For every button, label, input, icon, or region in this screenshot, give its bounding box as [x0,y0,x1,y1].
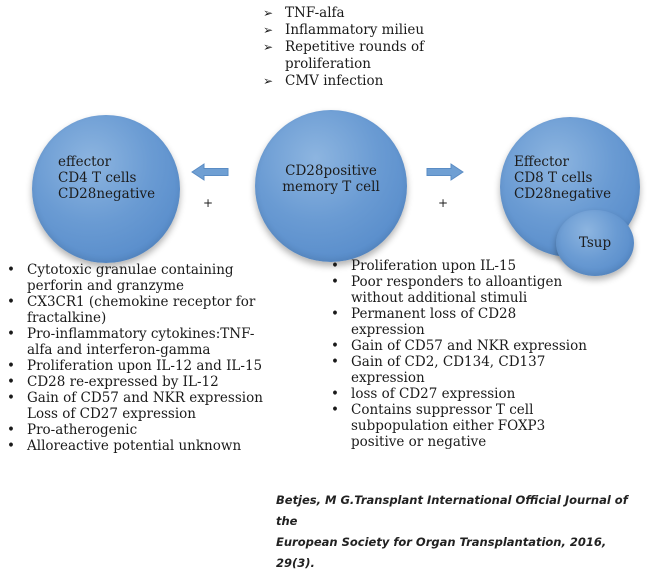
factor-item: ➢ CMV infection [263,73,463,90]
cd4-effector-circle: effector CD4 T cells CD28negative [32,115,180,263]
list-item: • Proliferation upon IL-12 and IL-15 [7,358,297,374]
list-item-text: Pro-atherogenic [27,422,138,438]
factors-list: ➢ TNF-alfa ➢ Inflammatory milieu ➢ Repetitive… [263,5,463,90]
list-item-text: CX3CR1 (chemokine receptor for fractalki… [27,294,256,326]
list-item: • Gain of CD2, CD134, CD137 expression [331,354,631,386]
bullet-icon: • [7,358,15,374]
cd28-memory-label: CD28positive memory T cell [282,163,380,195]
list-item-text: Proliferation upon IL-15 [351,258,517,274]
list-item-text: Pro-inflammatory cytokines:TNF- alfa and… [27,326,255,358]
bullet-icon: • [7,326,15,342]
factor-text: CMV infection [285,73,384,89]
right-arrow-icon [426,163,464,181]
list-item-text: Permanent loss of CD28 expression [351,306,517,338]
cd4-properties-list: • Cytotoxic granulae containing perforin … [7,262,297,454]
arrow-bullet-icon: ➢ [263,74,274,88]
factor-text: Repetitive rounds of proliferation [285,39,425,72]
bullet-icon: • [7,262,15,278]
bullet-icon: • [7,374,15,390]
cd8-properties-list: • Proliferation upon IL-15 • Poor responder… [331,258,631,450]
bullet-icon: • [331,274,339,290]
citation-text: Betjes, M G.Transplant International Off… [276,493,628,570]
factor-text: TNF-alfa [285,5,345,21]
list-item: • Gain of CD57 and NKR expression [331,338,631,354]
tsup-circle: Tsup [556,210,634,276]
bullet-icon: • [7,438,15,454]
bullet-icon: • [331,354,339,370]
list-item: • Permanent loss of CD28 expression [331,306,631,338]
bullet-icon: • [7,422,15,438]
list-item-text: Gain of CD57 and NKR expression Loss of … [27,390,263,422]
list-item-text: Gain of CD57 and NKR expression [351,338,587,354]
list-item-text: loss of CD27 expression [351,386,516,402]
right-plus-sign: + [438,196,449,210]
tsup-label: Tsup [578,235,612,251]
list-item: • loss of CD27 expression [331,386,631,402]
list-item: • Pro-atherogenic [7,422,297,438]
factor-item: ➢ Repetitive rounds of proliferation [263,39,463,73]
arrow-bullet-icon: ➢ [263,40,274,54]
bullet-icon: • [331,258,339,274]
list-item: • Poor responders to alloantigen without … [331,274,631,306]
list-item: • Contains suppressor T cell subpopulatio… [331,402,631,450]
list-item-text: CD28 re-expressed by IL-12 [27,374,219,390]
bullet-icon: • [331,402,339,418]
left-arrow-icon [191,163,229,181]
list-item-text: Contains suppressor T cell subpopulation… [351,402,546,450]
list-item: • CD28 re-expressed by IL-12 [7,374,297,390]
bullet-icon: • [331,386,339,402]
bullet-icon: • [7,390,15,406]
bullet-icon: • [331,306,339,322]
factor-item: ➢ Inflammatory milieu [263,22,463,39]
list-item-text: Gain of CD2, CD134, CD137 expression [351,354,546,386]
arrow-bullet-icon: ➢ [263,23,274,37]
list-item-text: Cytotoxic granulae containing perforin a… [27,262,234,294]
cd8-effector-label: Effector CD8 T cells CD28negative [514,154,612,202]
list-item: • CX3CR1 (chemokine receptor for fractalk… [7,294,297,326]
list-item: • Alloreactive potential unknown [7,438,297,454]
list-item: • Proliferation upon IL-15 [331,258,631,274]
factor-item: ➢ TNF-alfa [263,5,463,22]
list-item: • Cytotoxic granulae containing perforin … [7,262,297,294]
list-item-text: Poor responders to alloantigen without a… [351,274,563,306]
list-item-text: Alloreactive potential unknown [27,438,242,454]
cd28-memory-circle: CD28positive memory T cell [255,110,407,262]
list-item: • Pro-inflammatory cytokines:TNF- alfa an… [7,326,297,358]
bullet-icon: • [331,338,339,354]
arrow-bullet-icon: ➢ [263,6,274,20]
cd4-effector-label: effector CD4 T cells CD28negative [58,154,156,202]
list-item-text: Proliferation upon IL-12 and IL-15 [27,358,263,374]
left-plus-sign: + [203,196,214,210]
list-item: • Gain of CD57 and NKR expression Loss of… [7,390,297,422]
bullet-icon: • [7,294,15,310]
factor-text: Inflammatory milieu [285,22,425,38]
